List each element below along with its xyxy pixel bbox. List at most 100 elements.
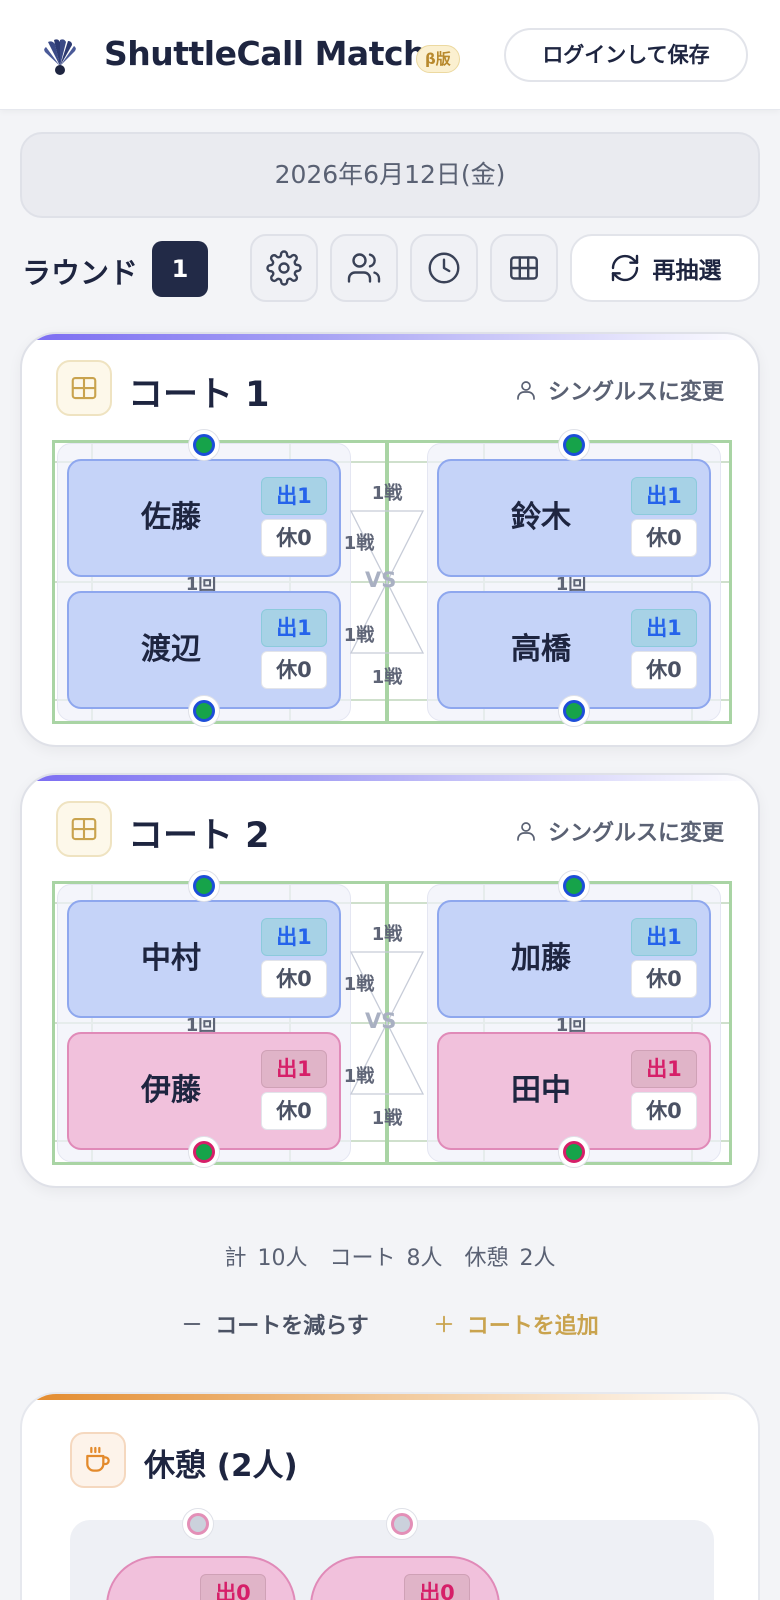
player-name: 伊藤 (141, 1073, 201, 1108)
pair-count-left: 1回 (185, 1015, 217, 1036)
add-court-button[interactable]: コートを追加 (433, 1308, 599, 1340)
rest-count-badge: 休0 (631, 1092, 697, 1130)
rest-count-badge: 休0 (261, 960, 327, 998)
court-icon (71, 817, 97, 841)
grid-icon (510, 256, 538, 280)
match-count-top: 1戦 (371, 483, 403, 504)
rest-players-area: 出0 出0 (70, 1508, 714, 1600)
player-pin[interactable] (188, 1136, 220, 1168)
play-count-badge: 出0 (404, 1574, 470, 1600)
court-actions: コートを減らす コートを追加 (0, 1308, 780, 1340)
player-card[interactable]: 鈴木 出1 休0 (437, 459, 711, 577)
person-icon (517, 381, 535, 400)
play-count-badge: 出0 (200, 1574, 266, 1600)
switch-to-singles-label: シングルスに変更 (547, 380, 724, 405)
player-card[interactable]: 加藤 出1 休0 (437, 900, 711, 1018)
pairing-lines (349, 510, 425, 654)
match-count-left: 1戦 (343, 533, 375, 554)
shuttlecock-logo-icon (44, 39, 76, 75)
users-icon (347, 253, 381, 283)
court-icon-box (56, 801, 112, 857)
gear-icon (266, 250, 302, 286)
redraw-label: 再抽選 (652, 258, 722, 284)
login-save-button[interactable]: ログインして保存 (504, 28, 748, 82)
play-count-badge: 出1 (261, 1050, 327, 1088)
clock-icon (428, 252, 460, 284)
player-name: 鈴木 (511, 500, 571, 535)
match-count-bottom: 1戦 (371, 1108, 403, 1129)
match-count-lower: 1戦 (343, 625, 375, 646)
rest-player-pin[interactable] (386, 1508, 418, 1540)
player-pin[interactable] (558, 695, 590, 727)
rest-title: 休憩 (2人) (144, 1448, 298, 1484)
court-card: コート 1 シングルスに変更 1戦 1戦 (20, 332, 760, 747)
rest-card: 休憩 (2人) 出0 出0 (20, 1392, 760, 1600)
switch-to-singles-label: シングルスに変更 (547, 821, 724, 846)
player-pin[interactable] (558, 429, 590, 461)
rest-card-accent-bar (22, 1394, 758, 1400)
rest-count-badge: 休0 (261, 519, 327, 557)
redraw-button[interactable]: 再抽選 (570, 234, 760, 302)
player-name: 中村 (141, 941, 201, 976)
play-count-badge: 出1 (261, 477, 327, 515)
player-card[interactable]: 佐藤 出1 休0 (67, 459, 341, 577)
play-count-badge: 出1 (631, 1050, 697, 1088)
rest-count-badge: 休0 (261, 1092, 327, 1130)
rest-count-badge: 休0 (261, 651, 327, 689)
table-view-button[interactable] (490, 234, 558, 302)
coffee-cup-icon (86, 1446, 110, 1472)
court-diagram: 1戦 1戦 VS 1戦 1戦 1回 1回 中村 出1 休0 伊藤 出1 休0 (52, 870, 732, 1168)
player-pin[interactable] (188, 695, 220, 727)
player-card[interactable]: 田中 出1 休0 (437, 1032, 711, 1150)
settings-button[interactable] (250, 234, 318, 302)
play-count-badge: 出1 (631, 918, 697, 956)
court-title: コート 2 (128, 816, 270, 856)
round-label: ラウンド (22, 256, 139, 290)
player-name: 渡辺 (141, 632, 201, 667)
rest-count-badge: 休0 (631, 519, 697, 557)
switch-to-singles-button[interactable]: シングルスに変更 (514, 815, 724, 847)
player-card[interactable]: 伊藤 出1 休0 (67, 1032, 341, 1150)
player-name: 加藤 (511, 941, 571, 976)
match-count-top: 1戦 (371, 924, 403, 945)
court-diagram: 1戦 1戦 VS 1戦 1戦 1回 1回 佐藤 出1 休0 渡辺 出1 休0 (52, 429, 732, 727)
rest-count-badge: 休0 (631, 651, 697, 689)
pair-count-right: 1回 (555, 574, 587, 595)
player-summary: 計 10人 コート 8人 休憩 2人 (224, 1246, 556, 1271)
rest-player-card[interactable]: 出0 (310, 1556, 500, 1600)
pairing-lines (349, 951, 425, 1095)
vs-label: VS (365, 568, 397, 592)
history-button[interactable] (410, 234, 478, 302)
rest-player-card[interactable]: 出0 (106, 1556, 296, 1600)
match-count-left: 1戦 (343, 974, 375, 995)
person-icon (517, 822, 535, 841)
round-number-badge[interactable]: 1 (152, 241, 208, 297)
court-icon-box (56, 360, 112, 416)
refresh-icon (611, 254, 638, 282)
date-selector[interactable]: 2026年6月12日(金) (20, 132, 760, 218)
player-name: 佐藤 (141, 500, 201, 535)
play-count-badge: 出1 (631, 477, 697, 515)
player-pin[interactable] (558, 1136, 590, 1168)
player-card[interactable]: 高橋 出1 休0 (437, 591, 711, 709)
player-card[interactable]: 渡辺 出1 休0 (67, 591, 341, 709)
player-name: 高橋 (511, 632, 571, 667)
court-card-accent-bar (22, 775, 758, 781)
player-pin[interactable] (188, 870, 220, 902)
court-card: コート 2 シングルスに変更 1戦 1戦 (20, 773, 760, 1188)
switch-to-singles-button[interactable]: シングルスに変更 (514, 374, 724, 406)
rest-player-pin[interactable] (182, 1508, 214, 1540)
rest-count-badge: 休0 (631, 960, 697, 998)
add-court-label: コートを追加 (466, 1314, 599, 1339)
player-pin[interactable] (188, 429, 220, 461)
play-count-badge: 出1 (631, 609, 697, 647)
beta-badge: β版 (416, 45, 460, 73)
remove-court-button[interactable]: コートを減らす (181, 1308, 369, 1340)
remove-court-label: コートを減らす (215, 1314, 369, 1339)
player-pin[interactable] (558, 870, 590, 902)
plus-icon (435, 1315, 453, 1333)
app-header: ShuttleCall Match β版 ログインして保存 (0, 0, 780, 110)
player-card[interactable]: 中村 出1 休0 (67, 900, 341, 1018)
play-count-badge: 出1 (261, 609, 327, 647)
members-button[interactable] (330, 234, 398, 302)
